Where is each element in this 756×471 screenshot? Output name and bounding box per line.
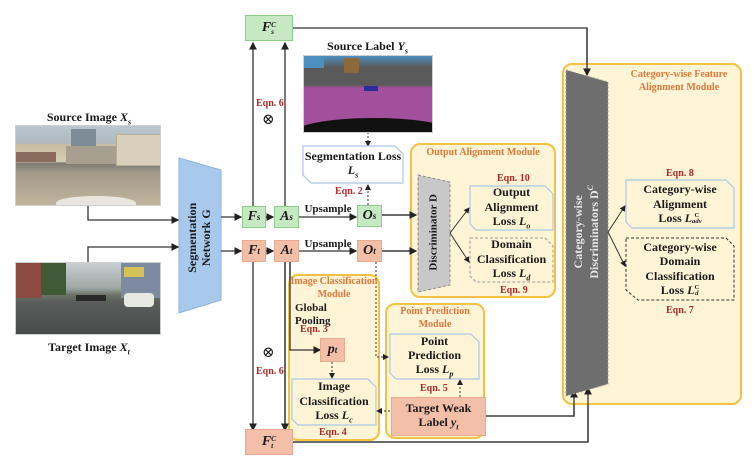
elementwise-multiply-icon-top: ⊗ <box>262 112 275 128</box>
discriminator-d-shape <box>417 174 451 293</box>
target-weak-label-box: Target Weak Label yt <box>391 397 486 436</box>
eqn10-label: Eqn. 10 <box>497 173 530 184</box>
upsample-label-target: Upsample <box>304 238 352 250</box>
arrow-target-to-network <box>87 243 180 262</box>
arrow-ftc-to-category-discriminator <box>293 386 592 443</box>
source-image-title: Source Image Xs <box>46 110 132 127</box>
eqn9-label: Eqn. 9 <box>500 285 528 296</box>
segmentation-network-label: Segmentation Network G <box>185 202 213 273</box>
source-label-image <box>303 55 433 133</box>
target-image <box>15 262 161 335</box>
elementwise-multiply-icon-bottom: ⊗ <box>262 345 275 361</box>
category-discriminator-shape <box>565 69 609 397</box>
eqn4-label: Eqn. 4 <box>319 427 347 438</box>
segmentation-loss-box: Segmentation Loss Ls <box>302 145 404 184</box>
eqn2-label: Eqn. 2 <box>335 186 363 197</box>
arrow-source-to-network <box>87 205 180 224</box>
point-prediction-module-title: Point Prediction Module <box>400 306 470 330</box>
image-classification-module-title: Image Classification Module <box>290 276 378 300</box>
arrow-at-to-pt <box>289 262 322 354</box>
source-image <box>15 125 161 206</box>
segmentation-network-shape <box>178 157 222 314</box>
source-label-title: Source Label Ys <box>327 39 408 56</box>
target-image-title: Target Image Xt <box>48 340 130 357</box>
eqn5-label: Eqn. 5 <box>420 383 448 394</box>
eqn3-label: Eqn. 3 <box>300 324 328 335</box>
upsample-label-source: Upsample <box>304 203 352 215</box>
arrow-weak-label-to-category-discriminator <box>486 389 578 417</box>
eqn6-bottom-label: Eqn. 6 <box>256 366 284 377</box>
eqn8-label: Eqn. 8 <box>666 168 694 179</box>
discriminator-d-label: Discriminator D <box>427 194 440 271</box>
category-discriminator-label: Category-wise Discriminators DC <box>571 184 601 279</box>
global-pooling-label: Global Pooling <box>295 302 331 327</box>
category-alignment-module-title: Category-wise Feature Alignment Module <box>630 69 728 93</box>
eqn7-label: Eqn. 7 <box>666 305 694 316</box>
eqn6-top-label: Eqn. 6 <box>256 98 284 109</box>
output-alignment-module-title: Output Alignment Module <box>426 147 540 158</box>
